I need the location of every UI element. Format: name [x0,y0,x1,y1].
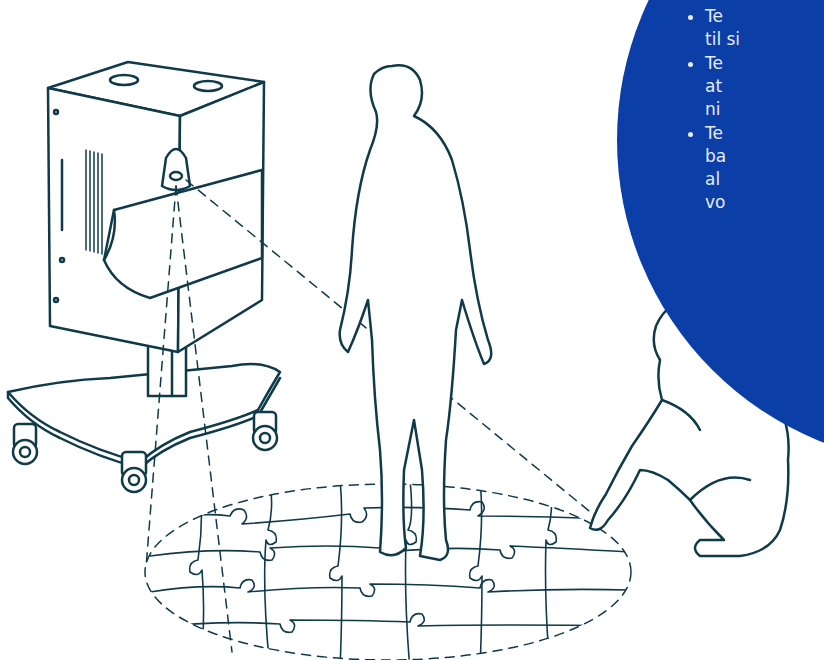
bullet-list: Te til siTe at niTe ba al vo [705,5,741,215]
standing-person [340,65,492,560]
bullet-text: Te til si [705,5,741,51]
cart-base [8,364,280,462]
projector-lens [162,149,190,190]
vent [86,150,102,254]
wheel [13,424,37,464]
wheel [253,412,277,450]
wheel [122,452,146,492]
bullet-text: Te ba al vo [705,122,741,214]
bullet-text: Te at ni [705,52,741,121]
